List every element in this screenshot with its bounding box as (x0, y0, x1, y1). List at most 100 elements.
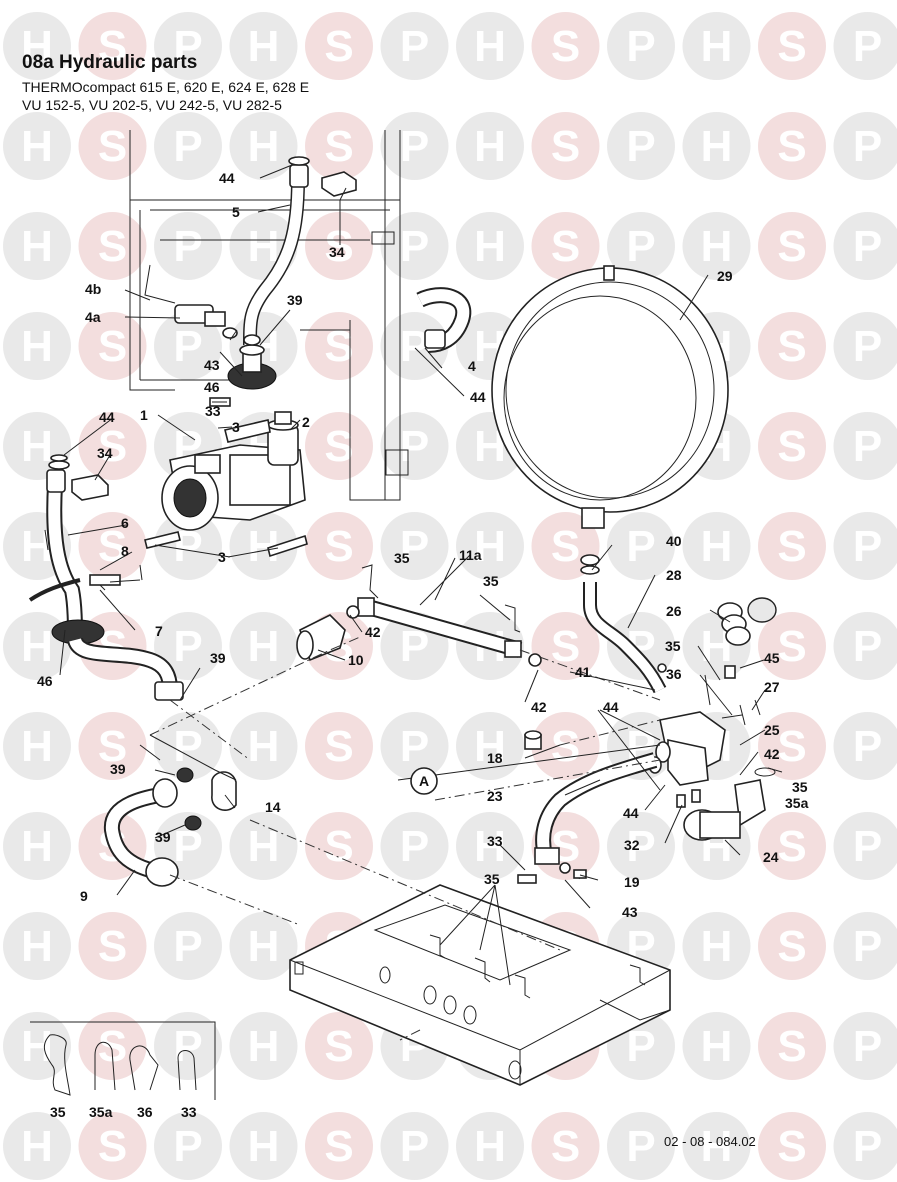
watermark-circle (3, 712, 71, 780)
elbow-14 (211, 771, 237, 811)
watermark-letter: P (626, 22, 655, 71)
watermark-circle (531, 12, 600, 80)
watermark-letter: H (21, 22, 53, 71)
clip-bracket-34 (321, 171, 357, 197)
watermark-letter: P (626, 122, 655, 171)
watermark-circle (456, 512, 524, 580)
watermark-circle (833, 412, 897, 480)
watermark-letter: P (853, 322, 882, 371)
watermark-letter: H (21, 922, 53, 971)
clip-legend: 35 35a 36 33 (30, 1021, 216, 1120)
watermark-letter: P (173, 822, 202, 871)
return-connector (144, 264, 238, 339)
watermark-circle (607, 612, 675, 680)
watermark-letter: H (21, 1022, 53, 1071)
watermark-circle (682, 12, 751, 80)
watermark-circle (78, 412, 147, 480)
callout-46a: 46 (204, 379, 220, 395)
watermark-circle (78, 12, 147, 80)
watermark-circle (682, 1112, 751, 1180)
callout-39c: 39 (110, 761, 126, 777)
callout-4a: 4a (85, 309, 101, 325)
watermark-circle (833, 612, 897, 680)
watermark-circle (682, 1012, 751, 1080)
watermark-circle (154, 312, 222, 380)
spring-clips-in-drawing (361, 564, 783, 999)
watermark-letter: H (474, 722, 506, 771)
callout-10: 10 (348, 652, 364, 668)
callout-35a: 35a (785, 795, 809, 811)
valve-18 (524, 730, 542, 750)
watermark-circle (380, 12, 449, 80)
watermark-circle (229, 1112, 298, 1180)
watermark-circle (758, 12, 826, 80)
watermark-letter: H (474, 22, 506, 71)
boiler-frame (129, 130, 409, 501)
watermark-circle (229, 712, 298, 780)
watermark-circle (154, 712, 222, 780)
watermark-circle (833, 812, 897, 880)
callout-36: 36 (666, 666, 682, 682)
watermark-circle (607, 512, 675, 580)
watermark-letter: P (626, 1122, 655, 1171)
watermark-letter: P (853, 822, 882, 871)
callout-39d: 39 (155, 829, 171, 845)
watermark-circle (305, 1012, 373, 1080)
callout-42a: 42 (365, 624, 381, 640)
watermark-circle (758, 112, 826, 180)
watermark-letter: H (701, 1022, 733, 1071)
watermark-letter: H (248, 1022, 280, 1071)
pipe-23 (534, 752, 658, 865)
watermark-letter: P (400, 822, 429, 871)
watermark-circle (758, 712, 826, 780)
watermark-letter: S (324, 222, 353, 271)
watermark-letter: H (21, 322, 53, 371)
watermark-circle (833, 12, 897, 80)
watermark-letter: P (400, 222, 429, 271)
watermark-circle (229, 112, 298, 180)
watermark-circle (380, 1112, 449, 1180)
watermark-circle (531, 712, 600, 780)
watermark-letter: S (324, 722, 353, 771)
watermark-letter: H (248, 722, 280, 771)
watermark-letter: H (248, 22, 280, 71)
hose-4 (416, 287, 472, 353)
callout-46b: 46 (37, 673, 53, 689)
callout-5: 5 (232, 204, 240, 220)
watermark-circle (758, 1112, 826, 1180)
watermark-circle (456, 712, 524, 780)
watermark-circle (305, 12, 373, 80)
watermark-letter: P (626, 522, 655, 571)
watermark-letter: S (551, 522, 580, 571)
callout-42c: 42 (764, 746, 780, 762)
connector-10 (296, 614, 346, 662)
return-pipe-lower (51, 619, 184, 701)
callout-39b: 39 (210, 650, 226, 666)
watermark-circle (78, 712, 147, 780)
callout-14: 14 (265, 799, 281, 815)
watermark-circle (758, 912, 826, 980)
watermark-circle (3, 1112, 71, 1180)
watermark-circle (380, 212, 449, 280)
legend-label-33: 33 (181, 1104, 197, 1120)
callout-33b: 33 (487, 833, 503, 849)
callout-35-a: 35 (394, 550, 410, 566)
watermark-letter: H (701, 522, 733, 571)
watermark-letter: S (777, 22, 806, 71)
watermark-circle (758, 812, 826, 880)
watermark-circle (456, 1112, 524, 1180)
watermark-circle (78, 512, 147, 580)
callout-35-e: 35 (484, 871, 500, 887)
watermark-circle (3, 1012, 71, 1080)
callout-29: 29 (717, 268, 733, 284)
watermark-circle (758, 512, 826, 580)
watermark-circle (154, 512, 222, 580)
watermark-letter: S (324, 1022, 353, 1071)
watermark-letter: S (777, 1022, 806, 1071)
watermark-circle (456, 112, 524, 180)
callout-35-d: 35 (792, 779, 808, 795)
callout-4b: 4b (85, 281, 101, 297)
watermark-letter: S (551, 22, 580, 71)
watermark-letter: P (400, 122, 429, 171)
